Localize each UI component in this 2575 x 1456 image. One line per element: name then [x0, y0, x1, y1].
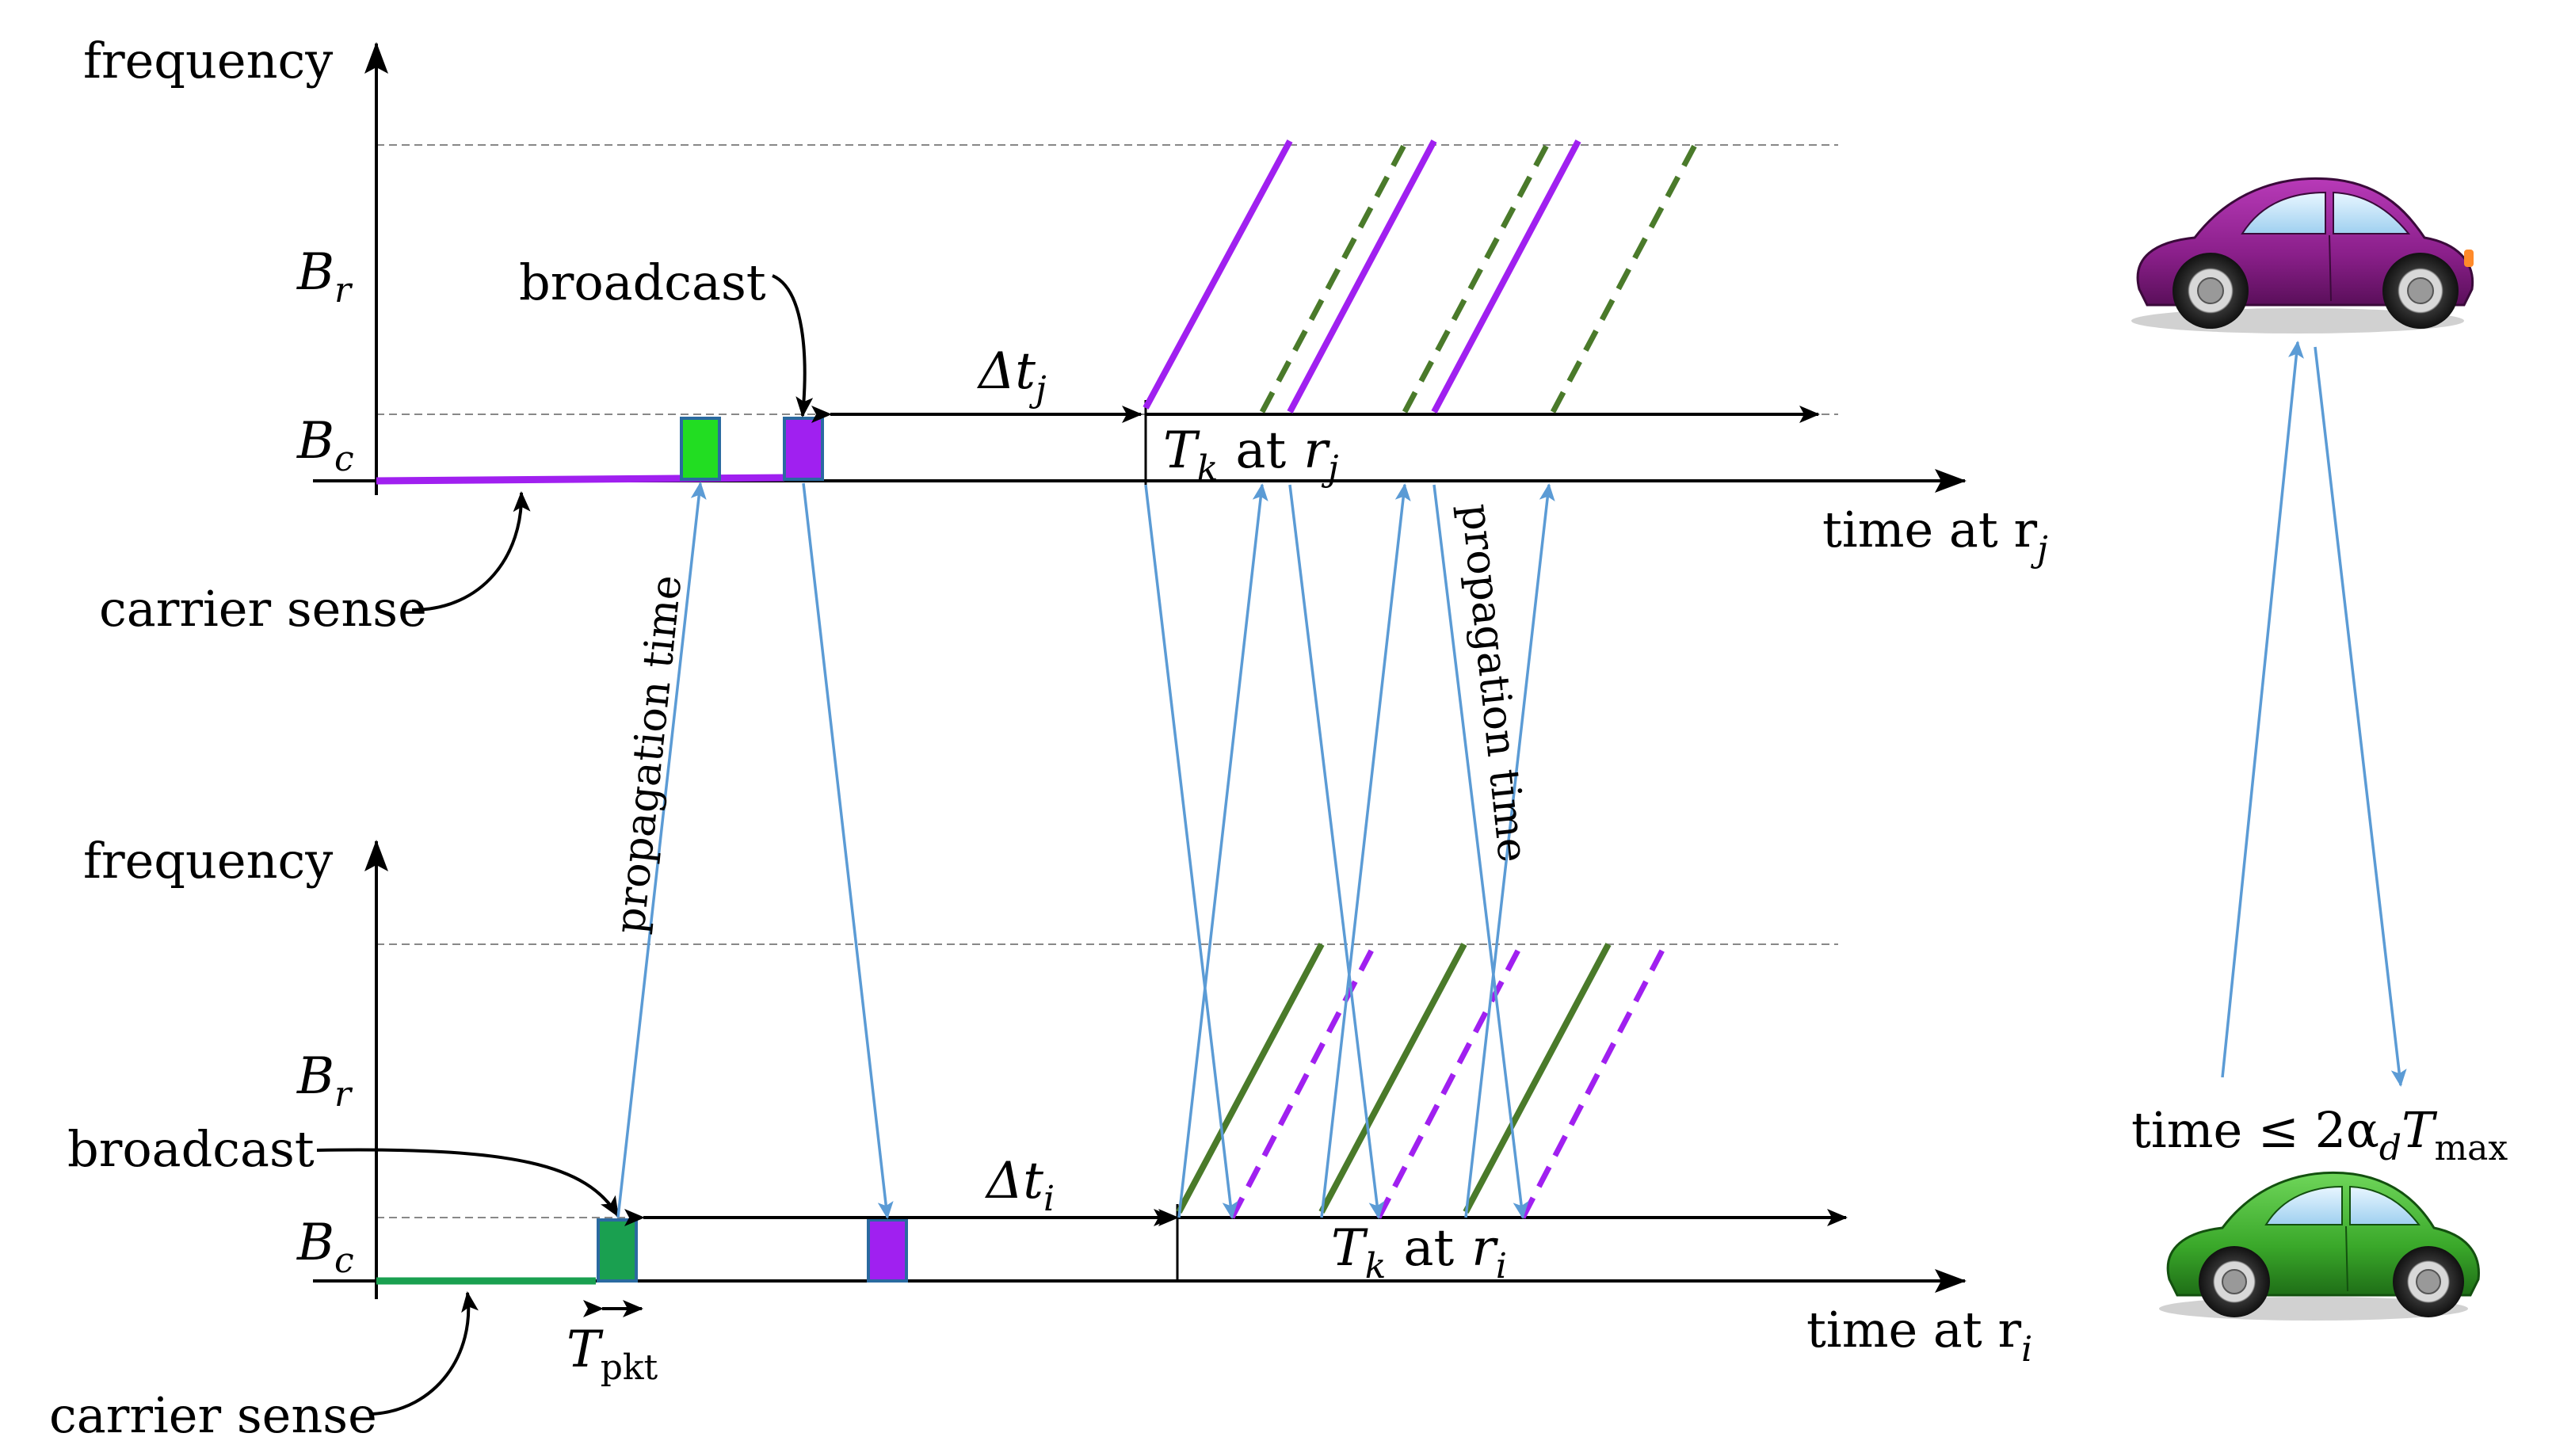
- bottom-carrier-sense-pointer: [372, 1291, 479, 1416]
- prop-arrow-up-1: [616, 482, 707, 1218]
- bottom-sweep-green-1: [1176, 943, 1325, 1214]
- prop-arrow-up-4: [1464, 483, 1555, 1218]
- top-x-axis-label: time at rj: [1822, 501, 2048, 570]
- bottom-broadcast-label: broadcast: [67, 1120, 315, 1178]
- car-arrow-down: [2314, 346, 2407, 1087]
- prop-arrow-up-3: [1320, 483, 1411, 1218]
- prop-arrow-down-1: [802, 482, 894, 1219]
- prop-arrow-down-4: [1432, 484, 1529, 1219]
- prop-arrow-down-3: [1288, 484, 1385, 1219]
- top-green-packet: [680, 417, 721, 481]
- bottom-tpkt-label: Tpkt: [566, 1321, 658, 1388]
- bottom-br-label: Br: [296, 1047, 353, 1115]
- right-propagation-label: propagation time: [1452, 501, 1536, 864]
- top-sweep-green-dashed-3: [1550, 139, 1700, 414]
- bottom-x-axis-label: time at ri: [1806, 1301, 2032, 1370]
- prop-arrow-up-2: [1177, 483, 1268, 1218]
- top-broadcast-label: broadcast: [519, 253, 766, 311]
- bottom-broadcast-pointer: [316, 1148, 620, 1218]
- bottom-bc-label: Bc: [296, 1214, 354, 1281]
- bottom-y-axis-label: frequency: [83, 832, 333, 890]
- bottom-delta-label: Δti: [984, 1152, 1055, 1219]
- top-sweep-green-dashed-2: [1402, 139, 1552, 414]
- top-carrier-sense-label: carrier sense: [99, 580, 427, 638]
- bottom-carrier-sense-label: carrier sense: [49, 1386, 377, 1444]
- left-propagation-label: propagation time: [606, 573, 691, 936]
- round-trip-time-label: time ≤ 2αdTmax: [2131, 1101, 2508, 1168]
- top-delta-label: Δtj: [976, 342, 1047, 410]
- car-arrow-up: [2221, 341, 2304, 1078]
- top-broadcast-pointer: [772, 274, 814, 417]
- bottom-sweep-green-3: [1463, 943, 1612, 1214]
- top-y-axis-label: frequency: [83, 32, 333, 90]
- prop-arrow-down-2: [1144, 484, 1238, 1219]
- bottom-sweep-purple-dashed-3: [1520, 943, 1669, 1219]
- green-car-icon: [2159, 1171, 2480, 1321]
- bottom-sweep-green-2: [1318, 943, 1467, 1214]
- top-sweep-purple-3: [1431, 139, 1581, 414]
- top-br-label: Br: [296, 243, 353, 311]
- bottom-green-packet: [597, 1218, 638, 1283]
- top-carrier-sense-line: [376, 474, 785, 485]
- top-sweep-green-dashed-1: [1259, 139, 1410, 414]
- propagation-arrows: [616, 341, 2407, 1219]
- top-carrier-sense-pointer: [411, 491, 531, 612]
- top-sweep-purple-2: [1287, 139, 1437, 414]
- top-sweep-purple-1: [1143, 139, 1293, 410]
- top-purple-packet: [783, 417, 824, 481]
- bottom-purple-packet: [867, 1218, 908, 1283]
- top-bc-label: Bc: [296, 412, 354, 479]
- purple-car-icon: [2131, 177, 2474, 334]
- bottom-sweep-purple-dashed-1: [1229, 943, 1378, 1219]
- bottom-sweep-purple-dashed-2: [1375, 943, 1524, 1219]
